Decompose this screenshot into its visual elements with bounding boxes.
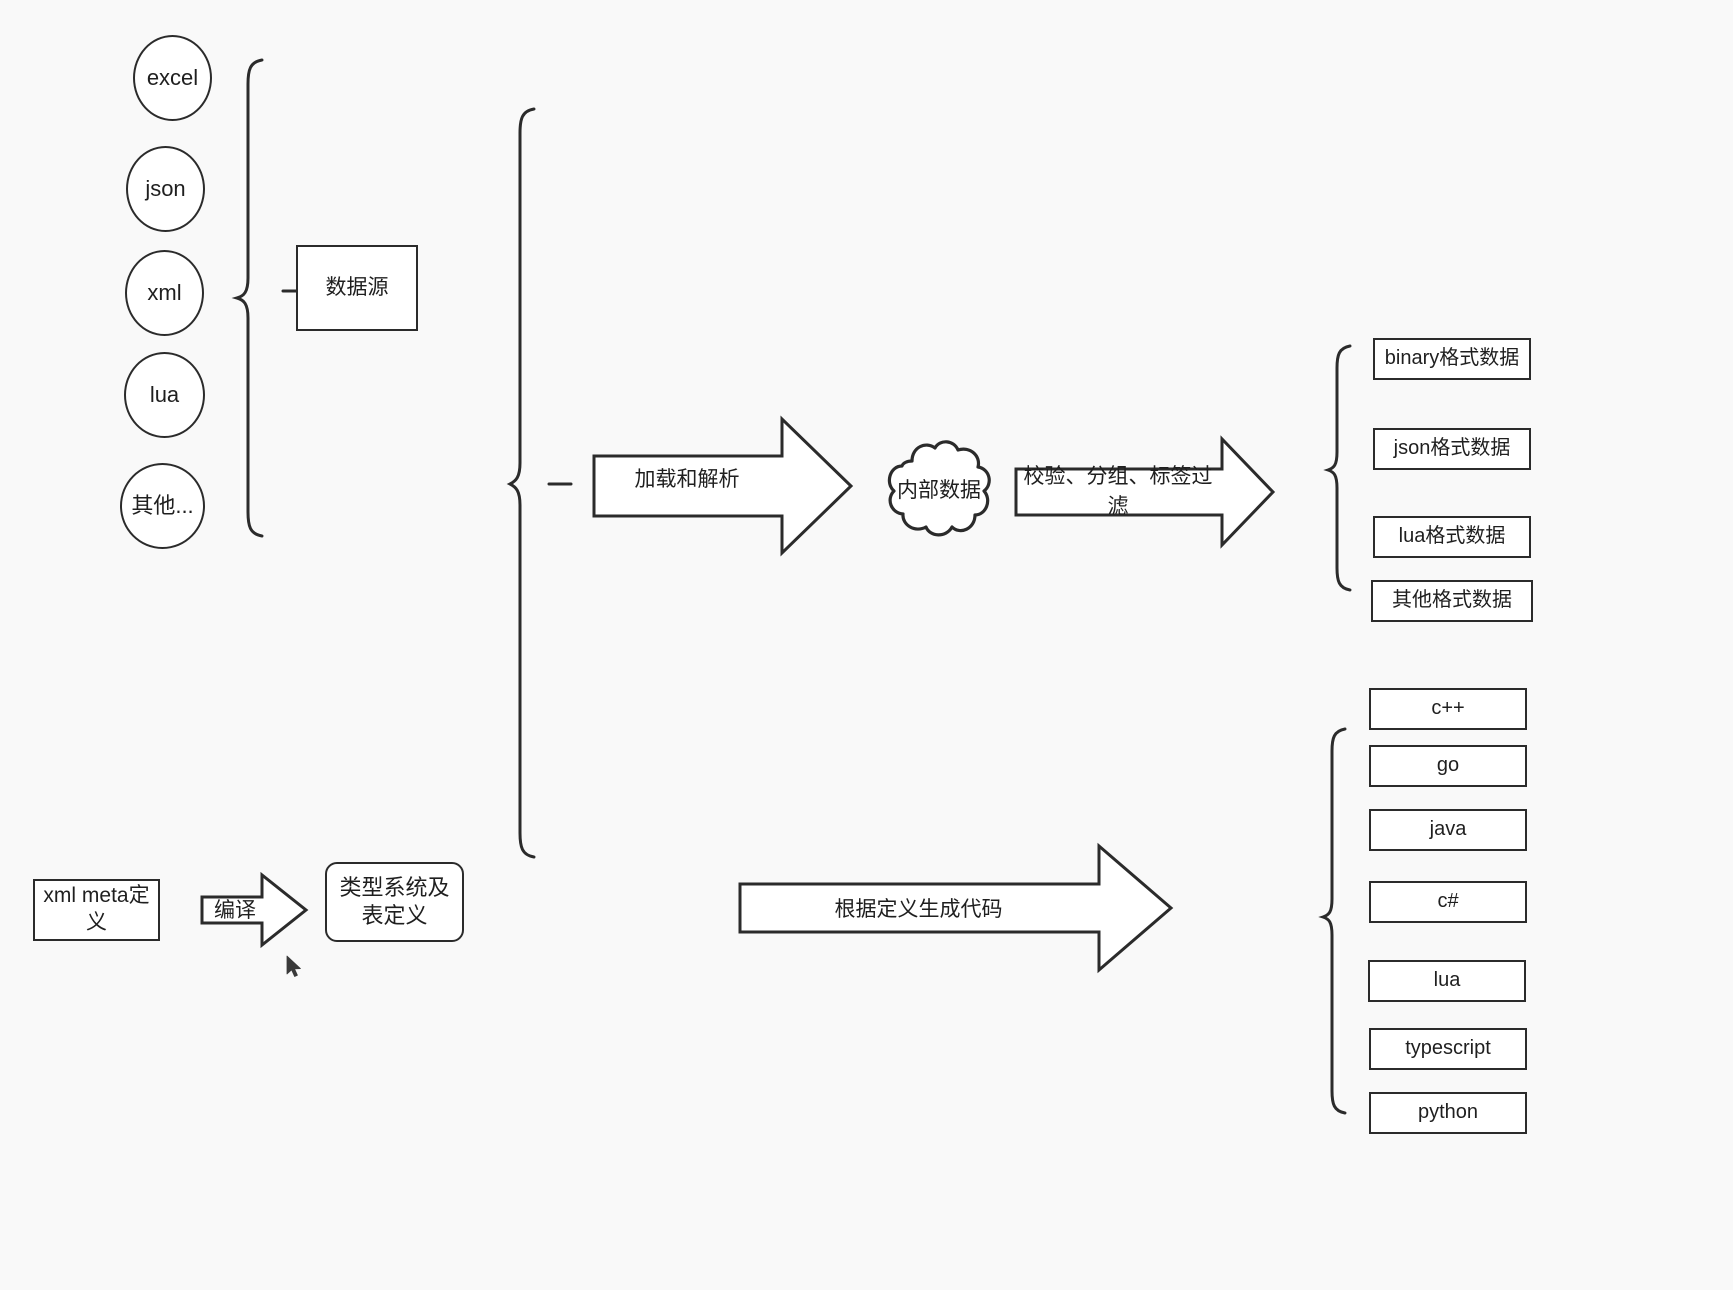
source-node-other[interactable]: 其他... bbox=[120, 463, 205, 549]
format-box-json[interactable]: json格式数据 bbox=[1373, 428, 1531, 470]
codegen-arrow bbox=[738, 842, 1174, 974]
type-system-label: 类型系统及表定义 bbox=[339, 874, 450, 928]
language-box-go[interactable]: go bbox=[1369, 745, 1527, 787]
filter-arrow bbox=[1014, 435, 1276, 549]
internal-data-cloud[interactable] bbox=[882, 437, 996, 543]
formats-group-brace bbox=[1323, 344, 1352, 592]
format-label: 其他格式数据 bbox=[1392, 589, 1512, 612]
format-label: lua格式数据 bbox=[1398, 525, 1506, 548]
source-label: lua bbox=[149, 381, 180, 407]
language-label: typescript bbox=[1405, 1037, 1491, 1060]
source-node-lua[interactable]: lua bbox=[124, 352, 205, 438]
language-box-csharp[interactable]: c# bbox=[1369, 881, 1527, 923]
language-label: go bbox=[1436, 754, 1460, 777]
language-box-lua[interactable]: lua bbox=[1368, 960, 1526, 1002]
source-label: excel bbox=[146, 64, 199, 90]
source-label: 其他... bbox=[131, 492, 194, 518]
format-box-lua[interactable]: lua格式数据 bbox=[1373, 516, 1531, 558]
language-box-typescript[interactable]: typescript bbox=[1369, 1028, 1527, 1070]
pipeline-input-brace-connector bbox=[547, 482, 573, 486]
pipeline-input-brace bbox=[506, 107, 536, 859]
data-source-label: 数据源 bbox=[325, 275, 389, 299]
load-parse-arrow bbox=[592, 415, 854, 557]
language-box-python[interactable]: python bbox=[1369, 1092, 1527, 1134]
language-label: python bbox=[1417, 1101, 1479, 1124]
language-label: c++ bbox=[1431, 697, 1465, 720]
format-label: json格式数据 bbox=[1393, 437, 1511, 460]
data-source-box[interactable]: 数据源 bbox=[296, 245, 418, 331]
language-box-java[interactable]: java bbox=[1369, 809, 1527, 851]
compile-arrow bbox=[200, 871, 309, 949]
source-node-excel[interactable]: excel bbox=[133, 35, 212, 121]
source-node-xml[interactable]: xml bbox=[125, 250, 204, 336]
language-label: lua bbox=[1433, 969, 1461, 992]
source-node-json[interactable]: json bbox=[126, 146, 205, 232]
language-label: java bbox=[1429, 818, 1467, 841]
type-system-box[interactable]: 类型系统及表定义 bbox=[325, 862, 464, 942]
internal-data-label-wrap: 内部数据 bbox=[885, 466, 993, 512]
format-box-other[interactable]: 其他格式数据 bbox=[1371, 580, 1533, 622]
source-label: json bbox=[145, 175, 186, 201]
language-label: c# bbox=[1437, 890, 1459, 913]
languages-group-brace bbox=[1318, 727, 1347, 1115]
internal-data-label: 内部数据 bbox=[897, 479, 981, 502]
mouse-cursor-icon bbox=[286, 955, 301, 977]
language-box-cpp[interactable]: c++ bbox=[1369, 688, 1527, 730]
xml-meta-definition-label: xml meta定义 bbox=[43, 884, 150, 934]
source-label: xml bbox=[147, 279, 182, 305]
xml-meta-definition-box[interactable]: xml meta定义 bbox=[33, 879, 160, 941]
format-box-binary[interactable]: binary格式数据 bbox=[1373, 338, 1531, 380]
format-label: binary格式数据 bbox=[1384, 347, 1520, 370]
sources-group-brace bbox=[231, 58, 264, 538]
